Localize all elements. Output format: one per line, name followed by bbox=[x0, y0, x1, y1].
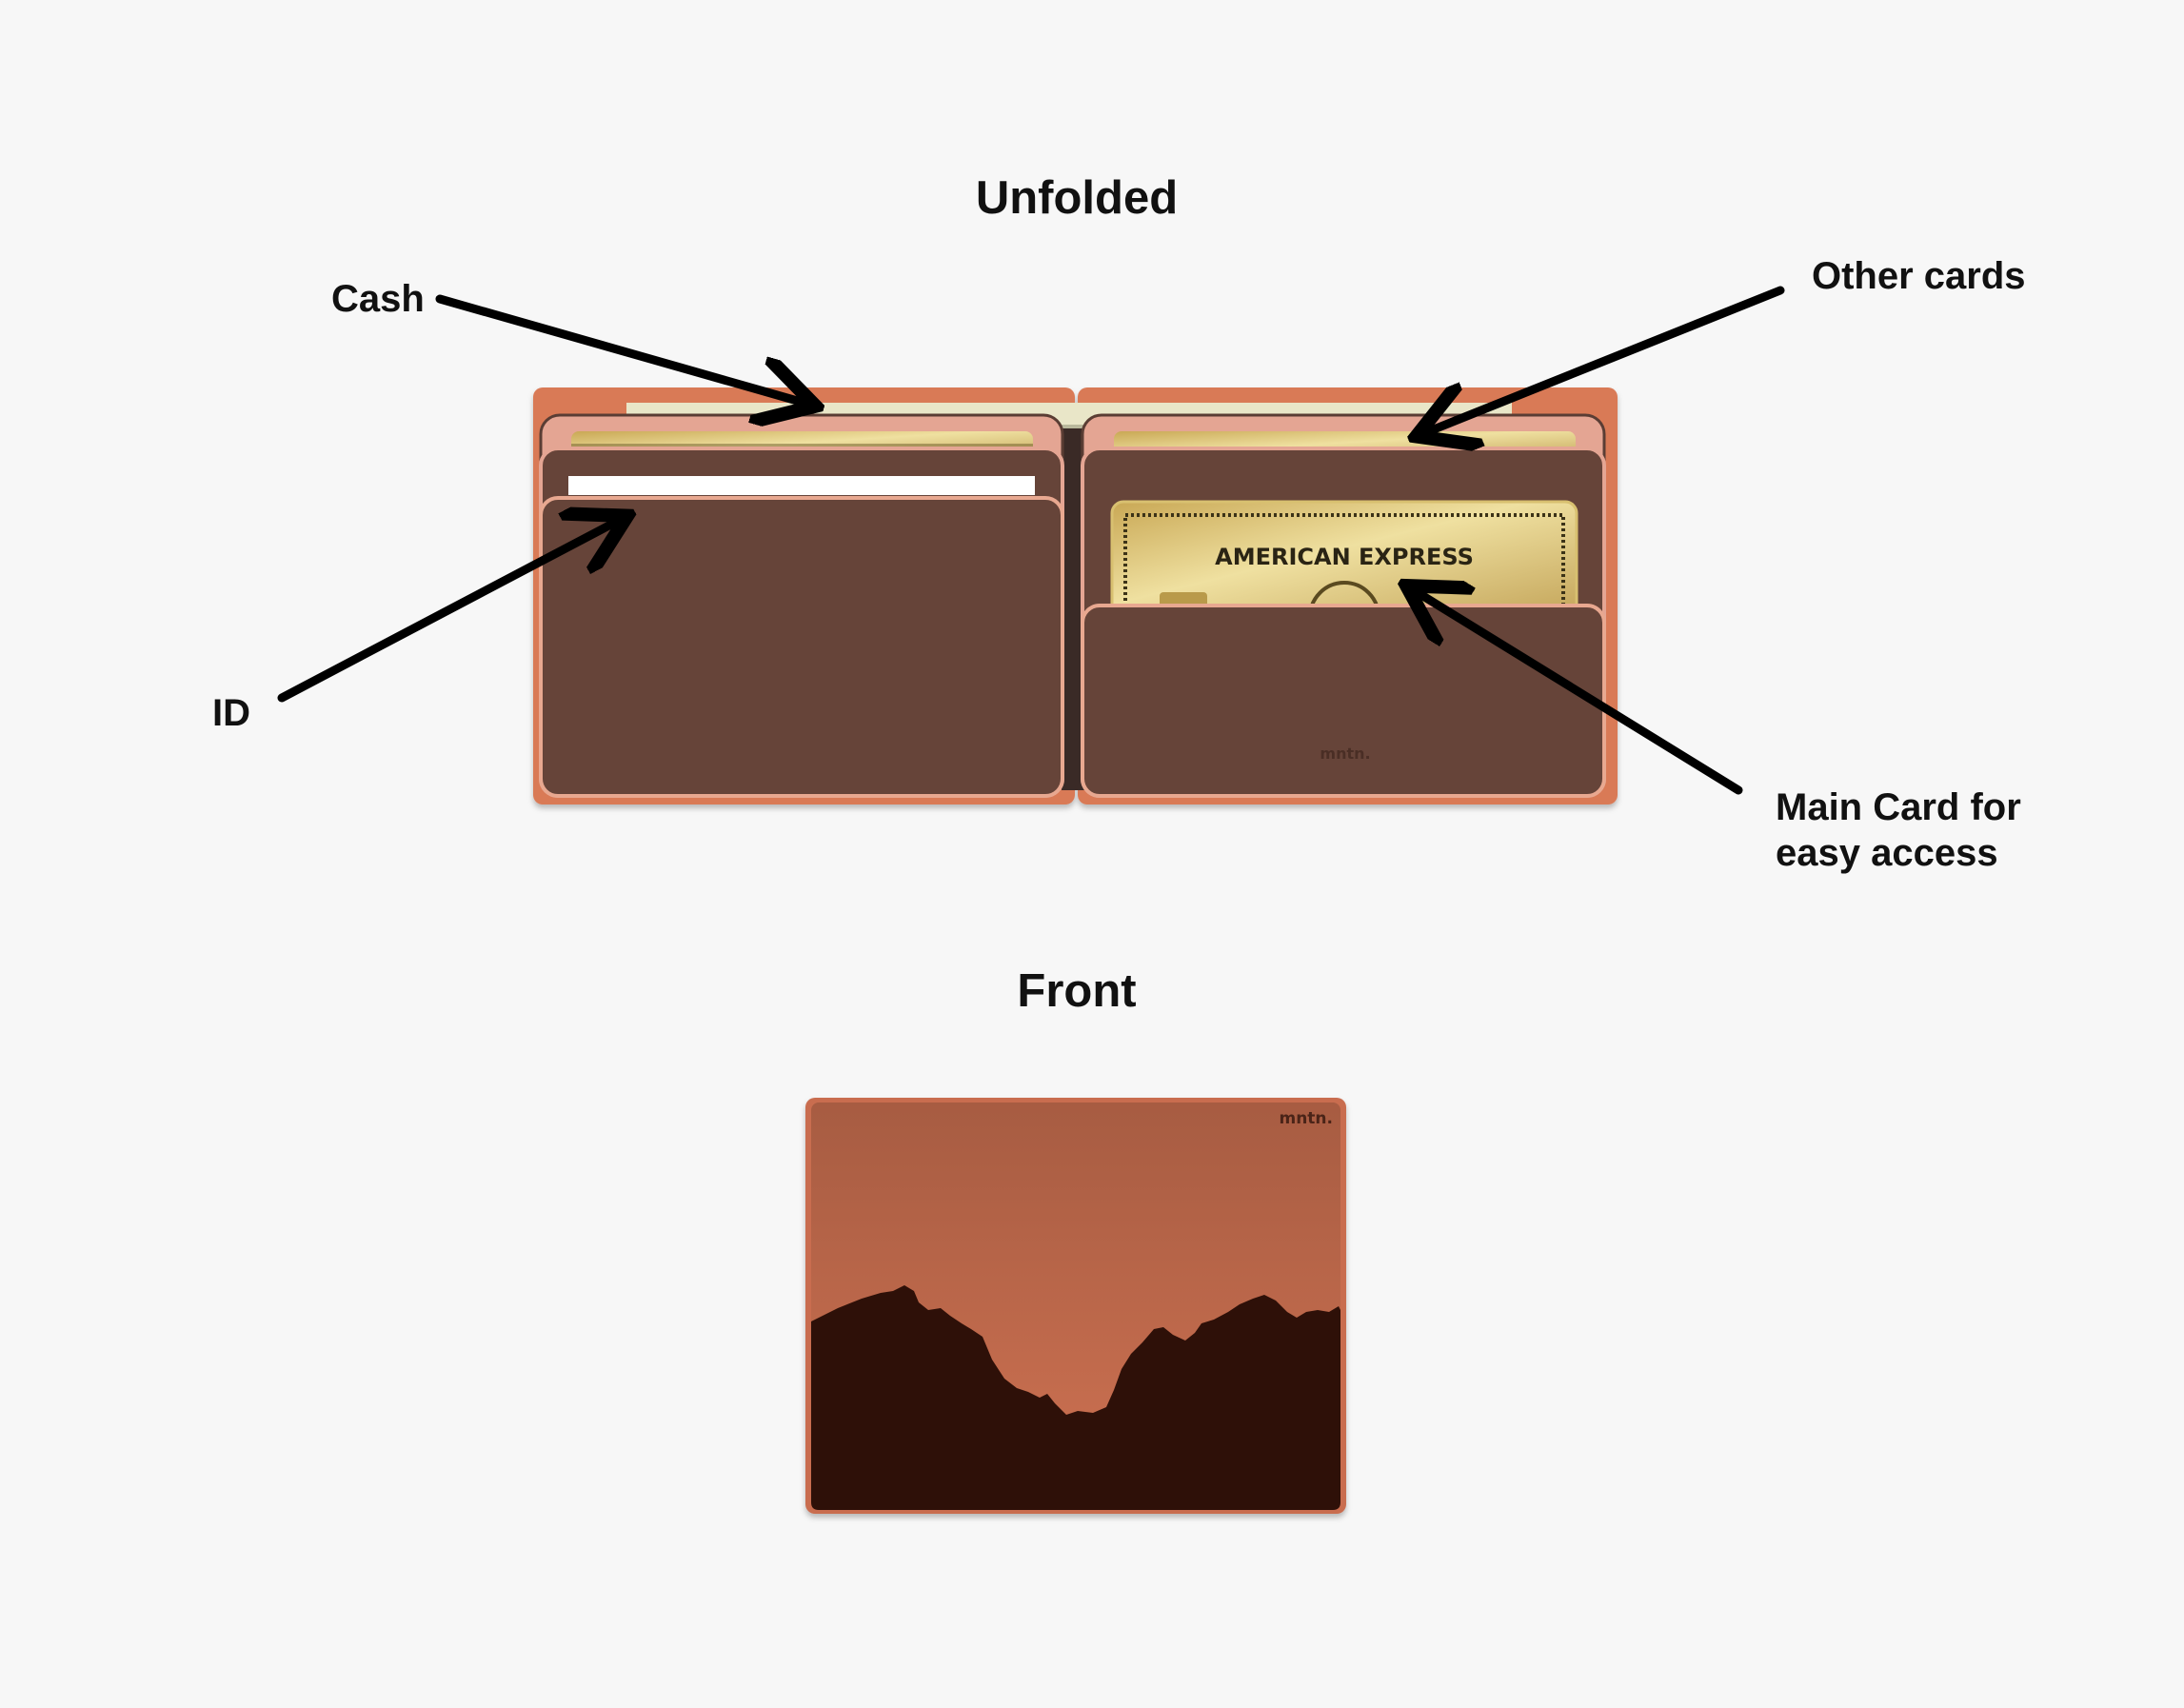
label-main-card: Main Card for easy access bbox=[1776, 786, 2021, 874]
front-brand-mark: mntn. bbox=[1279, 1109, 1333, 1128]
arrow-other-cards bbox=[1424, 286, 1785, 433]
arrow-cash bbox=[435, 294, 807, 404]
annotation-arrows bbox=[277, 286, 1785, 795]
label-id: ID bbox=[212, 692, 250, 734]
front-mountain-silhouette bbox=[811, 1285, 1340, 1510]
id-card-edge bbox=[568, 476, 1035, 495]
card-brand-text: AMERICAN EXPRESS bbox=[1215, 544, 1474, 570]
right-front-pocket bbox=[1081, 604, 1606, 798]
wallet-front: mntn. bbox=[805, 1098, 1346, 1514]
label-cash: Cash bbox=[331, 278, 425, 320]
title-front: Front bbox=[1017, 965, 1137, 1017]
title-unfolded: Unfolded bbox=[975, 172, 1179, 224]
label-other-cards: Other cards bbox=[1812, 255, 2026, 297]
arrow-main-card bbox=[1414, 590, 1743, 795]
left-front-pocket bbox=[539, 496, 1064, 798]
left-pockets bbox=[539, 413, 1064, 798]
wallet-brand-mark: mntn. bbox=[1320, 745, 1370, 763]
right-pockets: AMERICAN EXPRESS mntn. bbox=[1081, 413, 1606, 798]
arrow-id bbox=[277, 520, 620, 703]
